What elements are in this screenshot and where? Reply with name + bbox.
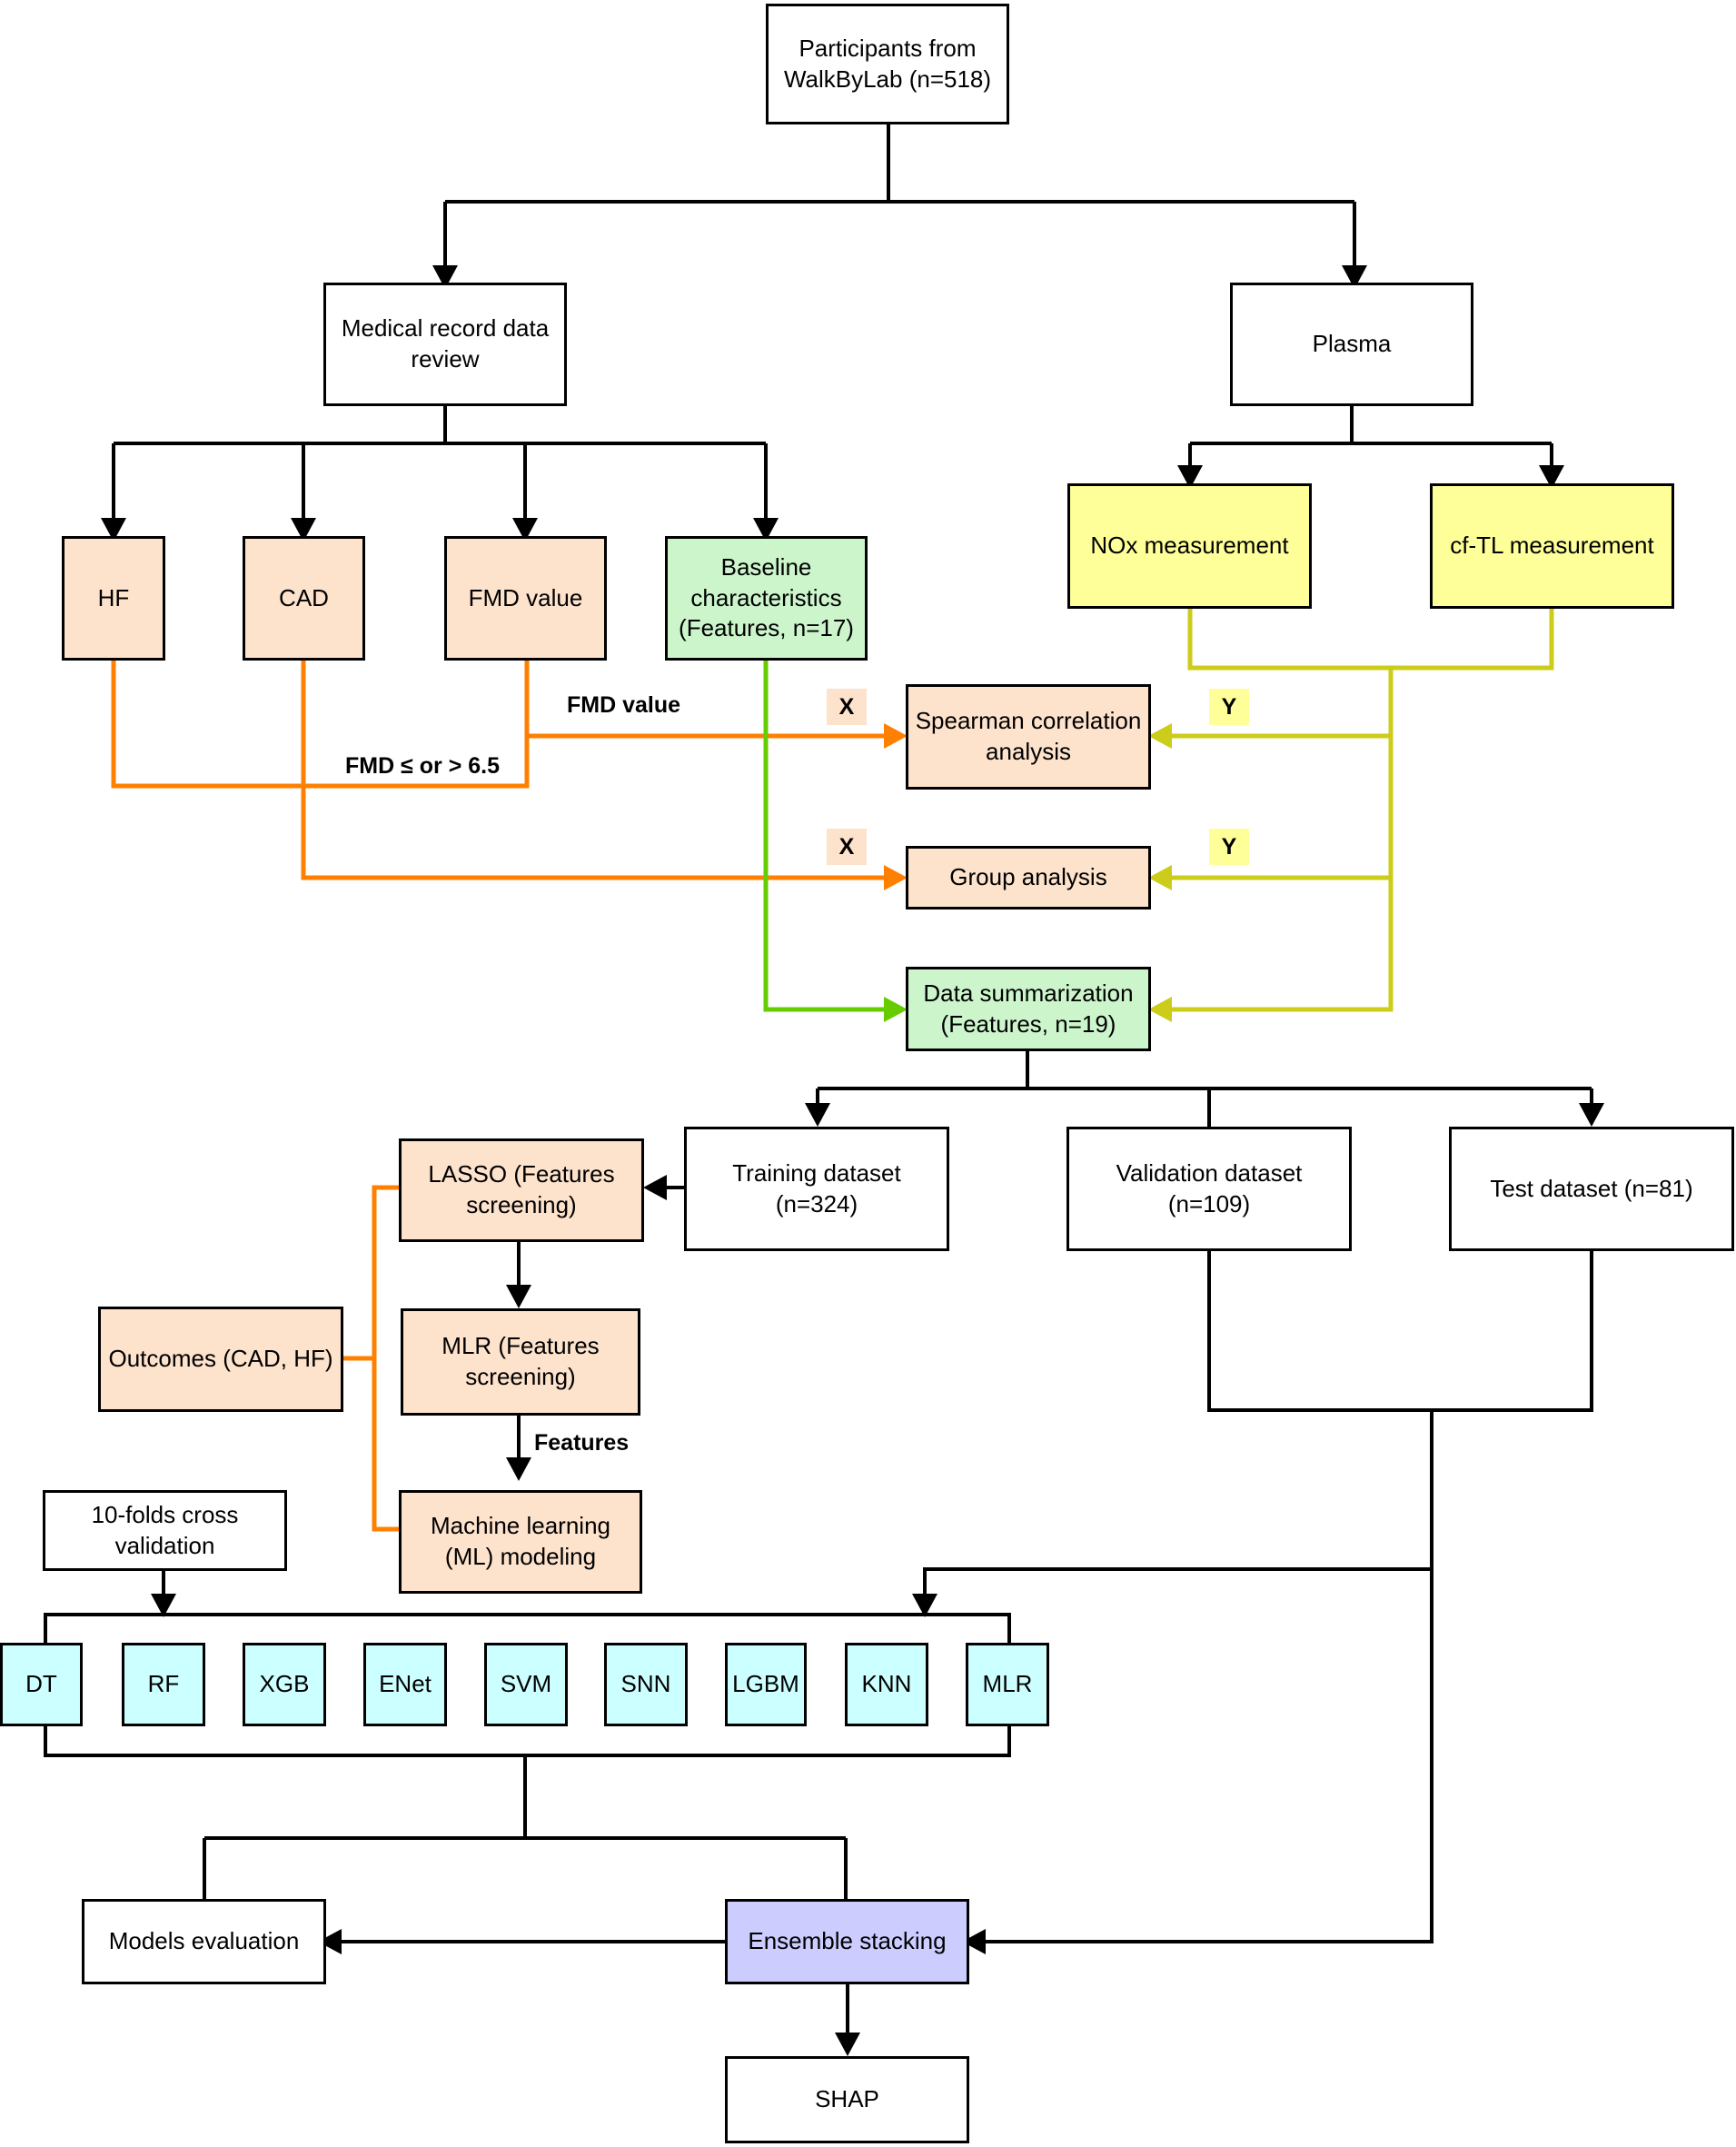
cross-validation-label: 10-folds cross validation	[91, 1500, 239, 1559]
model-mlr-box: MLR	[966, 1643, 1049, 1726]
medical-record-box: Medical record data review	[323, 283, 567, 406]
participants-box: Participants from WalkByLab (n=518)	[766, 4, 1009, 124]
test-box: Test dataset (n=81)	[1449, 1127, 1734, 1251]
shap-box: SHAP	[725, 2056, 969, 2143]
shap-label: SHAP	[815, 2085, 879, 2113]
ensemble-stacking-box: Ensemble stacking	[725, 1899, 969, 1984]
validation-box: Validation dataset (n=109)	[1066, 1127, 1352, 1251]
outcomes-label: Outcomes (CAD, HF)	[108, 1345, 333, 1373]
model-lgbm-box: LGBM	[725, 1643, 807, 1726]
spearman-label: Spearman correlation analysis	[915, 707, 1142, 765]
fmd-threshold-edge-label: FMD ≤ or > 6.5	[345, 753, 501, 779]
model-lgbm-label: LGBM	[732, 1670, 799, 1698]
cftl-box: cf-TL measurement	[1430, 483, 1674, 609]
model-svm-box: SVM	[484, 1643, 568, 1726]
lasso-box: LASSO (Features screening)	[399, 1138, 644, 1242]
ml-modeling-label: Machine learning (ML) modeling	[430, 1512, 610, 1570]
group-analysis-box: Group analysis	[906, 846, 1151, 909]
model-knn-label: KNN	[861, 1670, 912, 1698]
features-edge-label: Features	[534, 1430, 630, 1456]
model-xgb-box: XGB	[243, 1643, 326, 1726]
nox-label: NOx measurement	[1090, 532, 1289, 560]
training-box: Training dataset (n=324)	[684, 1127, 949, 1251]
model-knn-box: KNN	[845, 1643, 928, 1726]
mlr-screening-box: MLR (Features screening)	[401, 1308, 640, 1416]
outcomes-box: Outcomes (CAD, HF)	[98, 1307, 343, 1412]
group-analysis-label: Group analysis	[949, 863, 1107, 891]
plasma-label: Plasma	[1312, 330, 1392, 358]
cad-box: CAD	[243, 536, 365, 661]
cad-label: CAD	[279, 583, 329, 611]
x-variable-tag-group: X	[827, 829, 867, 865]
y-variable-tag-group: Y	[1209, 829, 1249, 865]
model-snn-box: SNN	[604, 1643, 688, 1726]
baseline-label: Baseline characteristics (Features, n=17…	[679, 552, 854, 642]
model-xgb-label: XGB	[259, 1670, 310, 1698]
model-snn-label: SNN	[620, 1670, 671, 1698]
fmd-value-box: FMD value	[444, 536, 607, 661]
mlr-screening-label: MLR (Features screening)	[441, 1332, 600, 1390]
training-label: Training dataset (n=324)	[732, 1158, 901, 1218]
hf-label: HF	[97, 583, 130, 611]
models-evaluation-label: Models evaluation	[108, 1927, 300, 1955]
test-label: Test dataset (n=81)	[1490, 1174, 1693, 1202]
models-evaluation-box: Models evaluation	[82, 1899, 326, 1984]
model-enet-label: ENet	[379, 1670, 432, 1698]
baseline-box: Baseline characteristics (Features, n=17…	[665, 536, 868, 661]
summarization-box: Data summarization (Features, n=19)	[906, 967, 1151, 1051]
summarization-label: Data summarization (Features, n=19)	[923, 979, 1134, 1038]
participants-label: Participants from WalkByLab (n=518)	[783, 34, 992, 93]
hf-box: HF	[62, 536, 165, 661]
ensemble-stacking-label: Ensemble stacking	[748, 1927, 947, 1955]
fmd-value-label: FMD value	[468, 583, 583, 611]
y-variable-tag: Y	[1209, 689, 1249, 725]
model-mlr-label: MLR	[982, 1670, 1033, 1698]
model-svm-label: SVM	[500, 1670, 552, 1698]
model-rf-label: RF	[147, 1670, 180, 1698]
medical-record-label: Medical record data review	[341, 314, 550, 373]
ml-modeling-box: Machine learning (ML) modeling	[399, 1490, 642, 1594]
validation-label: Validation dataset (n=109)	[1116, 1158, 1303, 1218]
cross-validation-box: 10-folds cross validation	[43, 1490, 287, 1571]
model-dt-label: DT	[25, 1670, 57, 1698]
fmd-value-edge-label: FMD value	[567, 692, 681, 718]
x-variable-tag: X	[827, 689, 867, 725]
plasma-box: Plasma	[1230, 283, 1473, 406]
lasso-label: LASSO (Features screening)	[428, 1160, 615, 1218]
cftl-label: cf-TL measurement	[1450, 532, 1654, 560]
spearman-box: Spearman correlation analysis	[906, 684, 1151, 790]
model-enet-box: ENet	[363, 1643, 447, 1726]
model-dt-box: DT	[0, 1643, 83, 1726]
model-rf-box: RF	[122, 1643, 205, 1726]
nox-box: NOx measurement	[1067, 483, 1312, 609]
